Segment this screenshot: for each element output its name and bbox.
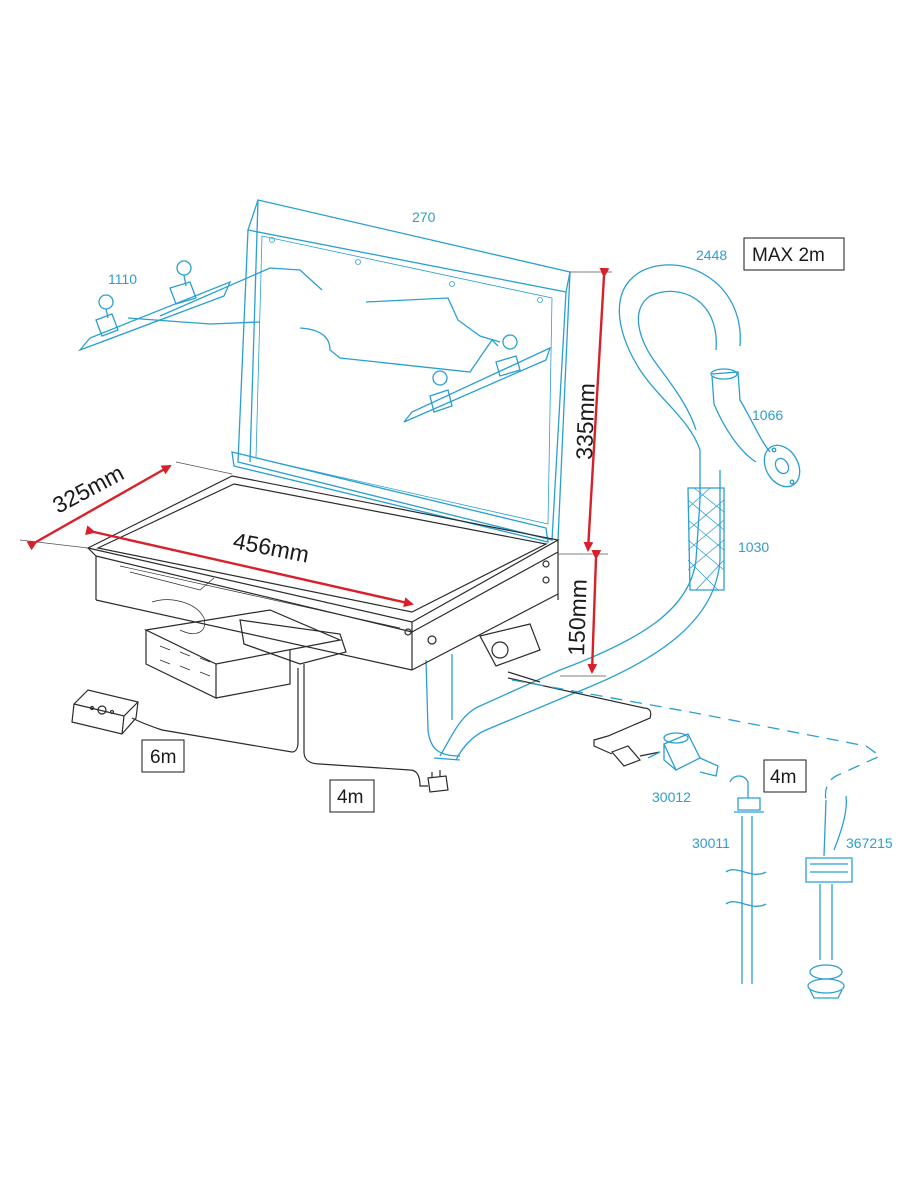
box-power-cable: 4m: [329, 779, 375, 813]
box-water-line-text: 4m: [770, 767, 796, 788]
label-1030: 1030: [738, 539, 769, 555]
label-30012: 30012: [652, 789, 691, 805]
fuse-icon: [427, 770, 449, 793]
pump-cluster: [479, 623, 541, 683]
outlet-flange: [710, 368, 801, 488]
label-30011: 30011: [692, 835, 730, 851]
label-270: 270: [412, 209, 436, 225]
tray-unit: [86, 475, 560, 671]
box-max-length-text: MAX 2m: [752, 245, 825, 266]
bracket-left: [77, 260, 232, 352]
frame-assembly: [127, 199, 571, 543]
box-control-cable-text: 6m: [150, 747, 176, 768]
inline-filter-icon: [610, 745, 661, 767]
dimension-width: 456mm: [85, 525, 414, 608]
dimension-depth-label: 325mm: [48, 459, 128, 518]
label-2448: 2448: [696, 247, 727, 263]
dimension-height-upper: 335mm: [558, 267, 612, 555]
box-control-cable: 6m: [141, 739, 185, 773]
hose-assembly: [425, 264, 741, 761]
label-1066: 1066: [752, 407, 783, 423]
dimension-height-upper-label: 335mm: [571, 383, 600, 461]
box-power-cable-text: 4m: [337, 787, 363, 808]
label-367215: 367215: [846, 835, 893, 851]
bracket-right: [403, 334, 552, 423]
dimension-height-lower: 150mm: [560, 549, 606, 677]
dimension-height-lower-label: 150mm: [563, 579, 592, 657]
box-water-line: 4m: [763, 759, 807, 793]
cabling: [131, 664, 652, 787]
canister-adapter: [805, 795, 853, 999]
solenoid-valve-icon: [647, 732, 719, 777]
dimension-width-label: 456mm: [231, 527, 311, 567]
control-panel-icon: [71, 689, 139, 735]
label-1110: 1110: [108, 271, 137, 287]
suction-pipe: [725, 775, 767, 984]
box-max-length: MAX 2m: [743, 237, 845, 271]
water-line-dashed: [511, 679, 882, 801]
